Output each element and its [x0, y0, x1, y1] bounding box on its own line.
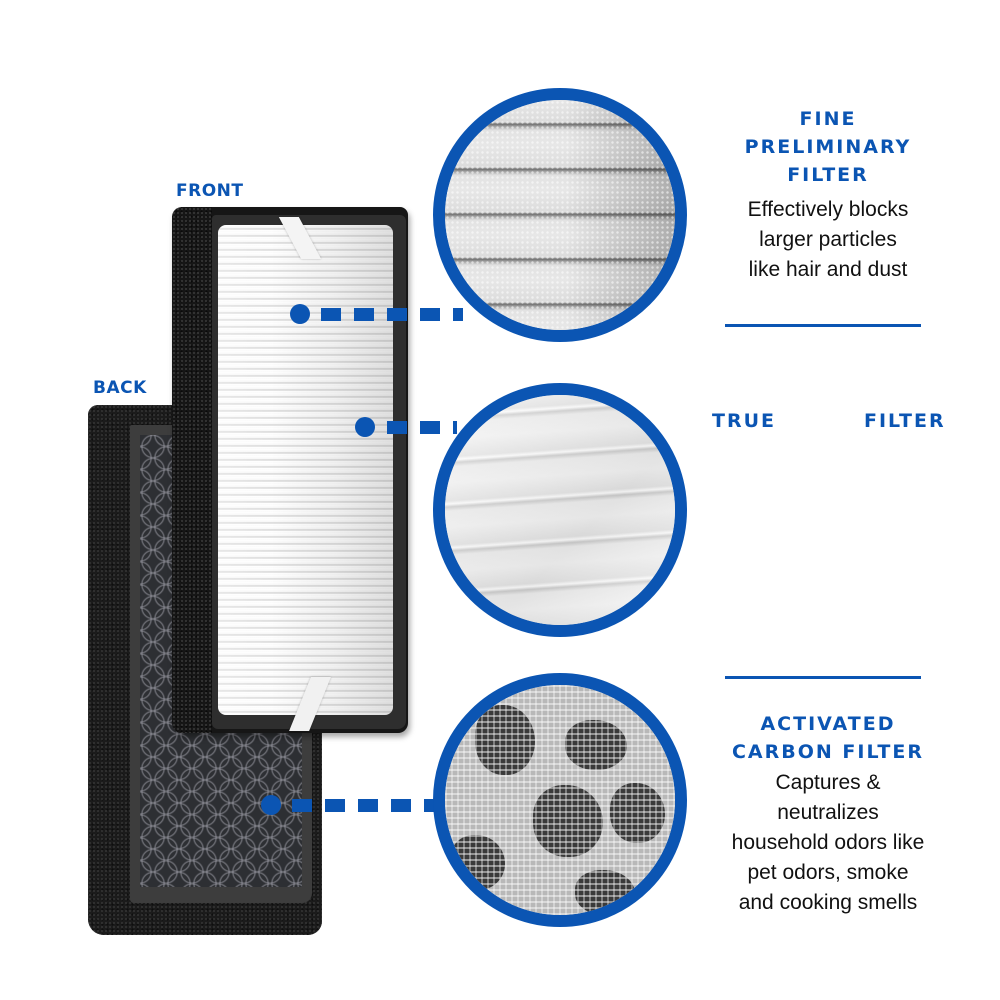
divider-1 [725, 324, 921, 327]
true-filter-title-right: FILTER [864, 410, 946, 432]
connector-dot-carbon [261, 795, 281, 815]
carbon-filter-desc-4: pet odors, smoke [747, 861, 909, 884]
true-filter-title-left: TRUE [712, 410, 776, 432]
carbon-filter-title-1: ACTIVATED [760, 713, 896, 735]
carbon-granule [575, 870, 635, 915]
fine-filter-title-3: FILTER [787, 164, 869, 186]
fine-filter-desc-2: larger particles [759, 228, 897, 251]
carbon-filter-desc-5: and cooking smells [738, 891, 918, 914]
carbon-mesh-overlay [445, 685, 675, 915]
fine-filter-title-1: FINE [799, 108, 857, 130]
connector-dashes-carbon [292, 799, 442, 812]
front-foam-edge [172, 207, 212, 733]
pleat-shading [218, 225, 393, 715]
connector-dashes-fine [321, 308, 463, 321]
zoom-circle-fine-filter [433, 88, 687, 342]
fine-mesh-dots [445, 100, 675, 330]
true-filter-sheen [445, 395, 675, 625]
connector-dot-fine [290, 304, 310, 324]
carbon-filter-desc-1: Captures & [775, 771, 881, 794]
carbon-granule [450, 835, 505, 890]
front-label: FRONT [176, 181, 244, 201]
carbon-filter-title-2: CARBON FILTER [731, 741, 924, 763]
fine-filter-info: FINE PRELIMINARY FILTER Effectively bloc… [708, 105, 948, 285]
true-filter-texture [445, 395, 675, 625]
carbon-granule [565, 720, 627, 770]
carbon-granule [475, 705, 535, 775]
carbon-filter-desc-2: neutralizes [777, 801, 879, 824]
connector-dot-true [355, 417, 375, 437]
hepa-pleats [218, 225, 393, 715]
front-filter-image [172, 207, 408, 733]
carbon-granule [533, 785, 603, 857]
back-label: BACK [93, 378, 147, 398]
fine-filter-title-2: PRELIMINARY [744, 136, 912, 158]
zoom-circle-carbon-filter [433, 673, 687, 927]
fine-filter-desc-1: Effectively blocks [747, 198, 909, 221]
carbon-texture [445, 685, 675, 915]
carbon-filter-desc-3: household odors like [731, 831, 925, 854]
fine-filter-desc-3: like hair and dust [748, 258, 908, 281]
carbon-filter-info: ACTIVATED CARBON FILTER Captures & neutr… [708, 710, 948, 918]
true-filter-info: TRUE FILTER [712, 410, 952, 440]
zoom-circle-true-filter [433, 383, 687, 637]
divider-2 [725, 676, 921, 679]
connector-dashes-true [387, 421, 457, 434]
carbon-granule [610, 783, 665, 843]
